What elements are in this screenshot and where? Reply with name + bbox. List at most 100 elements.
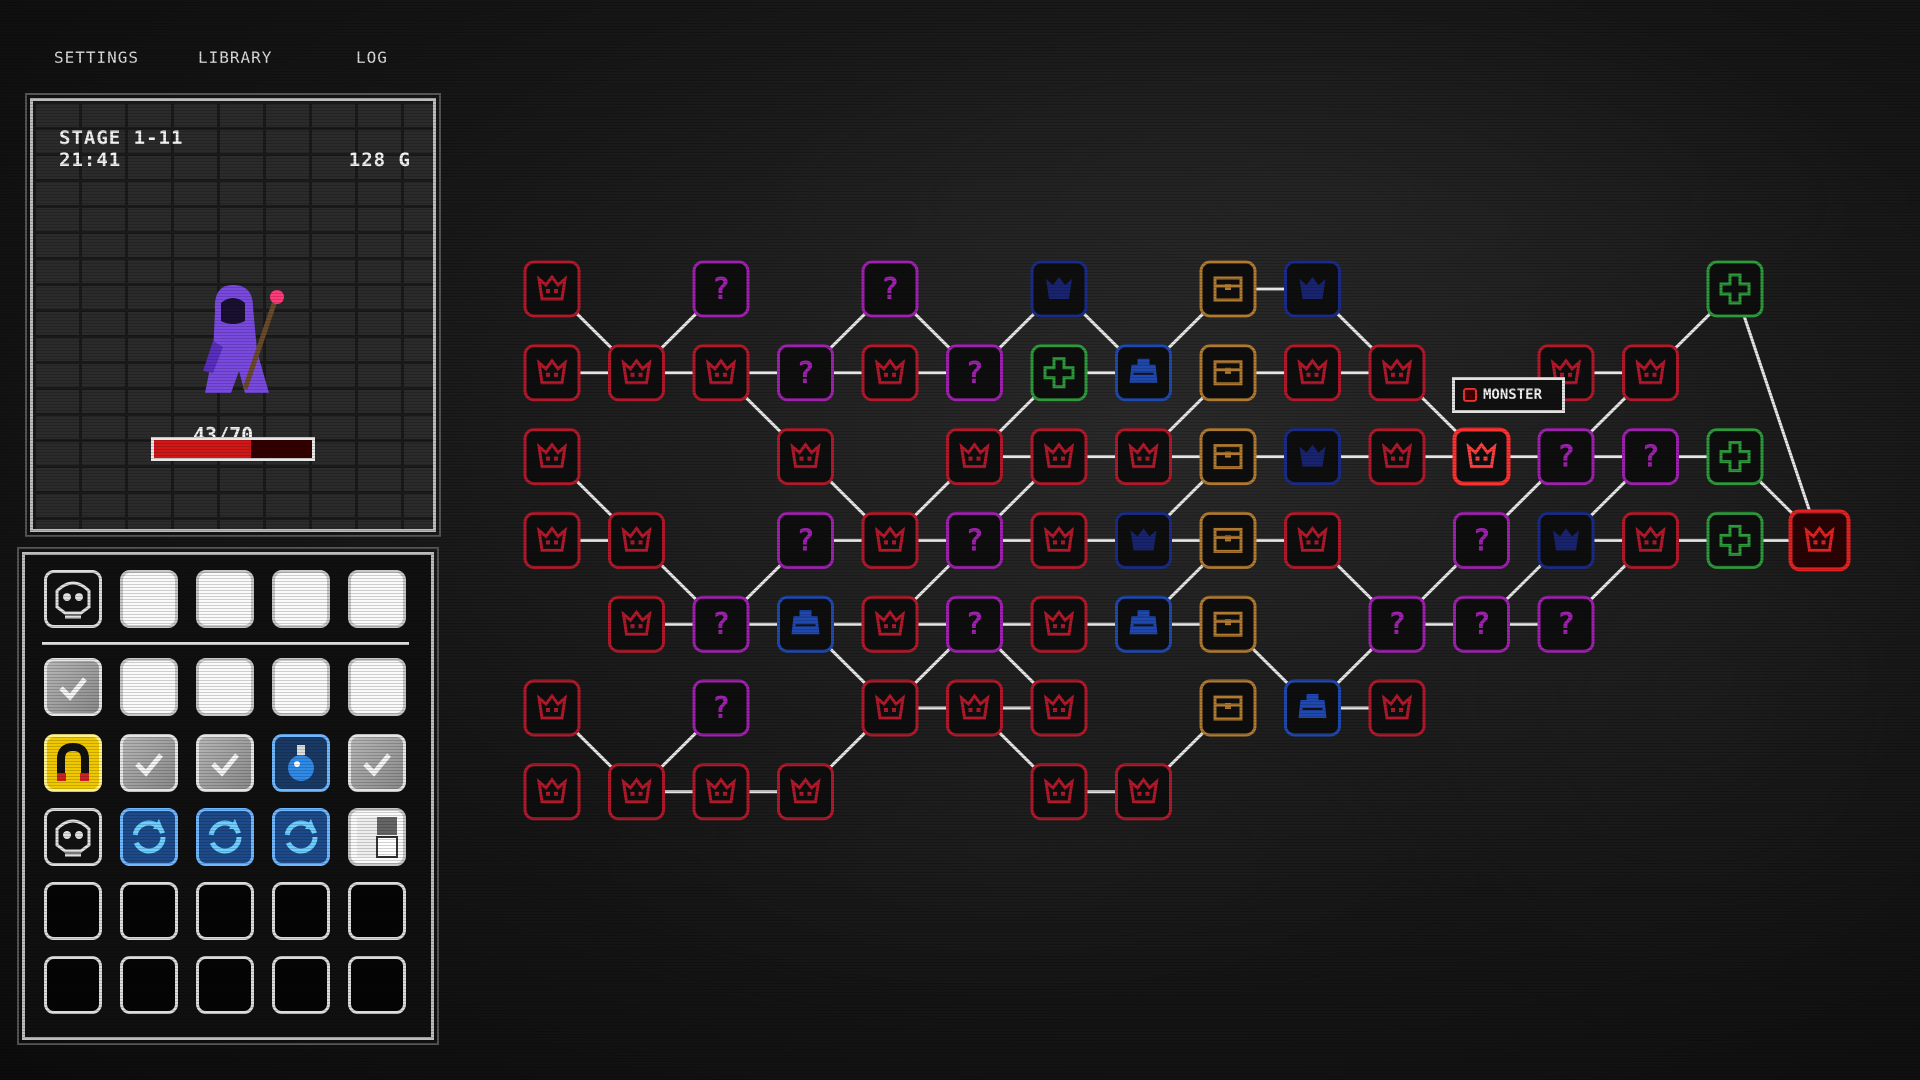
map-node-mystery[interactable]: ? (692, 679, 750, 737)
map-node-mystery[interactable]: ? (946, 595, 1003, 653)
map-node-mystery[interactable]: ? (1453, 511, 1510, 569)
map-node-treasure[interactable] (1199, 511, 1257, 569)
svg-text:?: ? (712, 691, 730, 726)
map-node-monster[interactable] (1115, 428, 1172, 486)
inventory-slot-empty-slot[interactable] (196, 570, 254, 628)
inventory-slot-empty-slot[interactable] (196, 658, 254, 716)
map-node-monster[interactable] (861, 595, 919, 653)
map-node-monster[interactable] (608, 344, 665, 402)
library-menu-button[interactable]: LIBRARY (198, 48, 273, 67)
inventory-slot-empty-slot[interactable] (120, 570, 178, 628)
inventory-slot-empty-slot[interactable] (120, 658, 178, 716)
settings-menu-button[interactable]: SETTINGS (54, 48, 140, 67)
map-node-monster[interactable] (1452, 427, 1511, 486)
map-node-mystery[interactable]: ? (946, 344, 1003, 402)
map-node-monster[interactable] (946, 679, 1003, 737)
map-node-mystery[interactable]: ? (1622, 428, 1679, 486)
map-node-mystery[interactable]: ? (1453, 595, 1510, 653)
map-node-treasure[interactable] (1199, 679, 1257, 737)
inventory-slot-refresh-icon[interactable] (196, 808, 254, 866)
map-node-mystery[interactable]: ? (1537, 428, 1595, 486)
map-node-mystery[interactable]: ? (777, 344, 834, 402)
map-node-monster[interactable] (861, 679, 919, 737)
map-node-treasure[interactable] (1199, 595, 1257, 653)
svg-text:?: ? (1557, 607, 1575, 642)
inventory-slot-empty-slot[interactable] (348, 658, 406, 716)
inventory-slot-check-icon[interactable] (196, 734, 254, 792)
map-node-monster[interactable] (608, 763, 665, 821)
inventory-slot-empty-slot[interactable] (272, 570, 330, 628)
svg-text:?: ? (965, 607, 983, 642)
map-node-monster[interactable] (1368, 679, 1426, 737)
inventory-slot-magnet-icon[interactable] (44, 734, 102, 792)
map-node-monster[interactable] (523, 428, 581, 486)
map-node-elite[interactable] (1030, 260, 1088, 318)
hp-bar-fill (154, 440, 252, 458)
inventory-slot-refresh-icon[interactable] (272, 808, 330, 866)
map-node-mystery[interactable]: ? (692, 595, 750, 653)
map-node-elite[interactable] (1284, 260, 1341, 318)
inventory-slot-split-card-icon[interactable] (348, 808, 406, 866)
map-node-treasure[interactable] (1199, 344, 1257, 402)
map-node-monster[interactable] (777, 763, 834, 821)
monster-icon (1463, 388, 1477, 402)
map-node-monster[interactable] (1368, 344, 1426, 402)
map-node-heal[interactable] (1706, 511, 1764, 569)
map-node-heal[interactable] (1706, 428, 1764, 486)
inventory-slot-check-icon[interactable] (348, 734, 406, 792)
map-node-monster[interactable] (1115, 763, 1172, 821)
inventory-slot-skull-relic-icon[interactable] (44, 570, 102, 628)
map-node-monster[interactable] (1368, 428, 1426, 486)
inventory-slot-refresh-icon[interactable] (120, 808, 178, 866)
map-node-monster[interactable] (1030, 511, 1088, 569)
map-node-monster[interactable] (523, 260, 581, 318)
map-node-monster[interactable] (861, 344, 919, 402)
map-node-monster[interactable] (692, 763, 750, 821)
map-node-treasure[interactable] (1199, 260, 1257, 318)
map-node-monster[interactable] (692, 344, 750, 402)
map-node-monster[interactable] (608, 511, 665, 569)
inventory-slot-check-icon[interactable] (120, 734, 178, 792)
map-node-monster[interactable] (1622, 511, 1679, 569)
map-node-monster[interactable] (777, 428, 834, 486)
map-node-monster[interactable] (608, 595, 665, 653)
map-node-monster[interactable] (861, 511, 919, 569)
map-node-monster[interactable] (523, 344, 581, 402)
inventory-slot-locked-slot (196, 882, 254, 940)
map-node-monster[interactable] (1030, 679, 1088, 737)
log-menu-button[interactable]: LOG (356, 48, 388, 67)
inventory-slot-skull-relic-icon[interactable] (44, 808, 102, 866)
map-node-monster[interactable] (1030, 763, 1088, 821)
map-node-monster[interactable] (1622, 344, 1679, 402)
map-node-monster[interactable] (523, 679, 581, 737)
map-node-monster[interactable] (1030, 428, 1088, 486)
map-node-mystery[interactable]: ? (1368, 595, 1426, 653)
map-node-mystery[interactable]: ? (1537, 595, 1595, 653)
map-node-boss[interactable] (1788, 509, 1851, 572)
svg-text:?: ? (965, 356, 983, 391)
map-node-mystery[interactable]: ? (861, 260, 919, 318)
map-node-monster[interactable] (523, 763, 581, 821)
map-node-monster[interactable] (946, 428, 1003, 486)
map-node-shop[interactable] (1115, 595, 1172, 653)
map-node-mystery[interactable]: ? (692, 260, 750, 318)
map-node-elite[interactable] (1115, 511, 1172, 569)
map-node-elite[interactable] (1537, 511, 1595, 569)
map-node-monster[interactable] (523, 511, 581, 569)
inventory-slot-empty-slot[interactable] (348, 570, 406, 628)
map-node-shop[interactable] (1115, 344, 1172, 402)
map-node-elite[interactable] (1284, 428, 1341, 486)
map-node-mystery[interactable]: ? (777, 511, 834, 569)
inventory-slot-empty-slot[interactable] (272, 658, 330, 716)
map-node-shop[interactable] (1284, 679, 1341, 737)
map-node-heal[interactable] (1030, 344, 1088, 402)
map-node-heal[interactable] (1706, 260, 1764, 318)
inventory-slot-potion-icon[interactable] (272, 734, 330, 792)
map-node-shop[interactable] (777, 595, 834, 653)
map-node-treasure[interactable] (1199, 428, 1257, 486)
inventory-slot-check-icon[interactable] (44, 658, 102, 716)
map-node-monster[interactable] (1284, 511, 1341, 569)
map-node-mystery[interactable]: ? (946, 511, 1003, 569)
map-node-monster[interactable] (1030, 595, 1088, 653)
map-node-monster[interactable] (1284, 344, 1341, 402)
